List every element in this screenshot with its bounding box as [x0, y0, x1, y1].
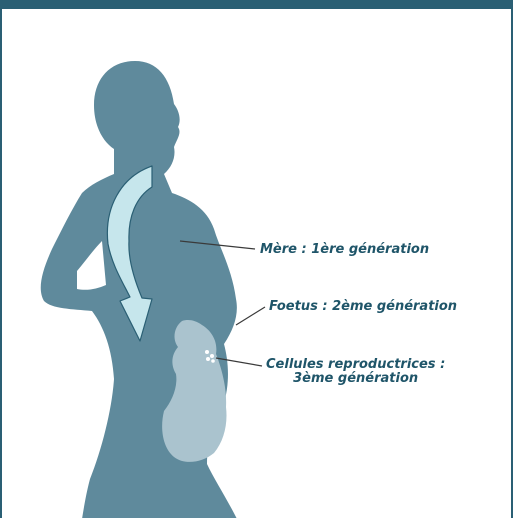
germ-cell-dot: [206, 357, 210, 361]
germ-cell-dot: [205, 350, 209, 354]
fetus-leader-line: [236, 307, 265, 325]
generations-diagram: [2, 9, 513, 518]
germ-cells-label-line1: Cellules reproductrices :: [266, 358, 445, 372]
germ-cells-label: Cellules reproductrices : 3ème génératio…: [266, 358, 445, 386]
fetus-label: Foetus : 2ème génération: [269, 300, 457, 314]
germ-cell-dot: [210, 354, 214, 358]
mother-label: Mère : 1ère génération: [260, 243, 429, 257]
germ-cell-dot: [211, 359, 215, 363]
germ-cells-label-line2: 3ème génération: [266, 372, 445, 386]
